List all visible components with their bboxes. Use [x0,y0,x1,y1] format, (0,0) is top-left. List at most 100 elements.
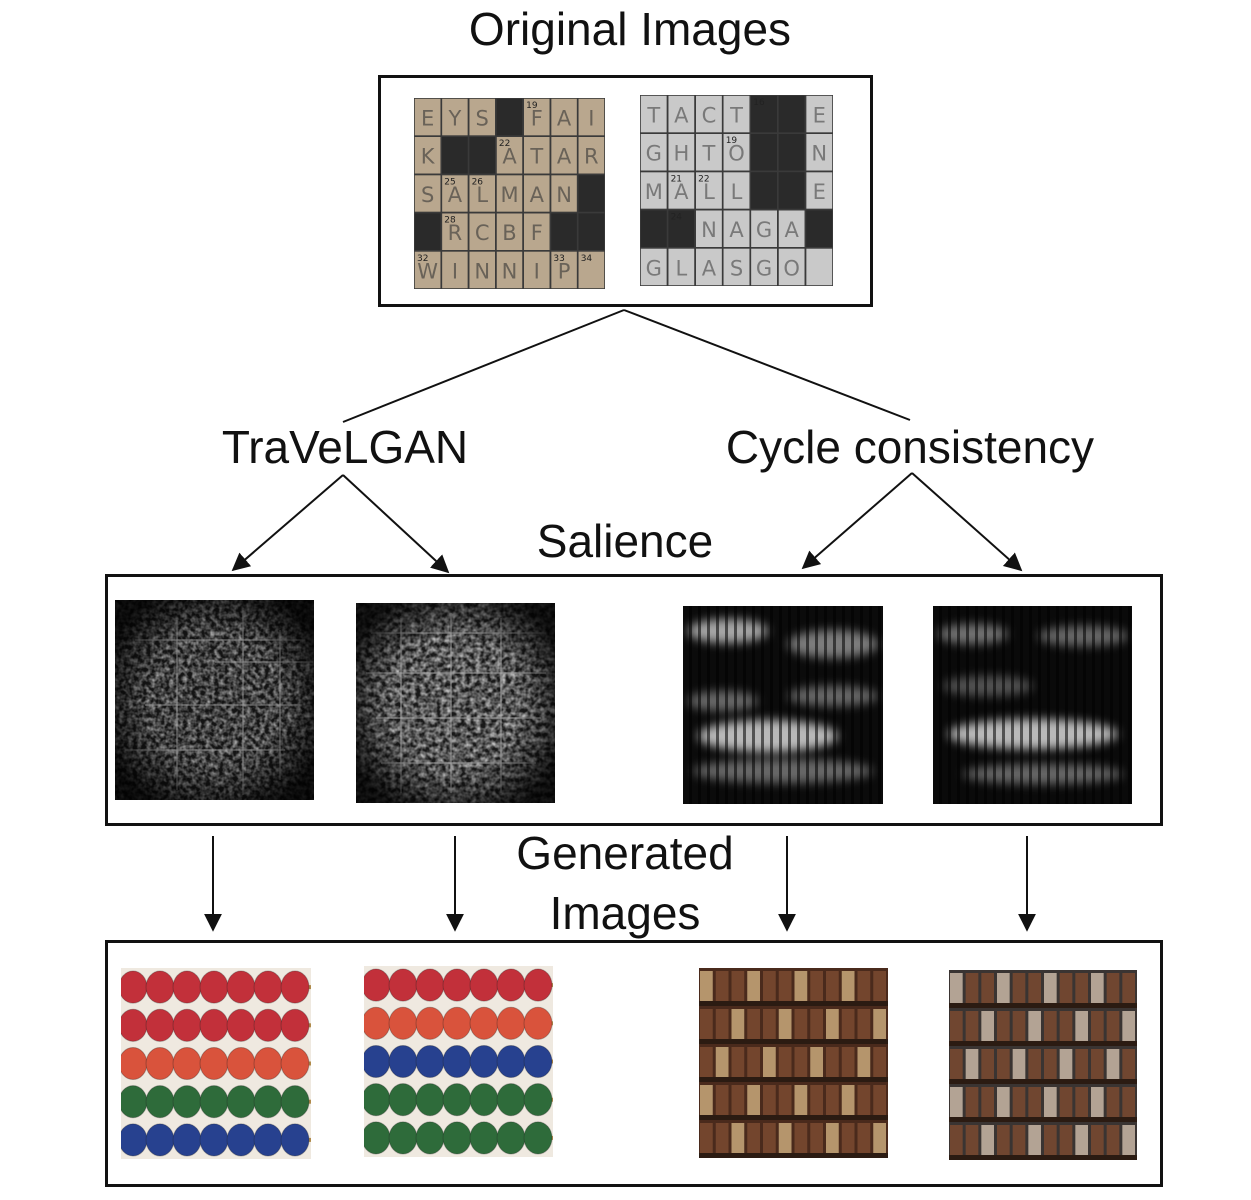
abacus-bead [226,1085,256,1119]
crossword-letter: L [676,255,688,280]
abacus-bead [280,1008,310,1042]
shelf-book [826,1047,839,1077]
abacus-bead [226,1046,256,1081]
crossword-letter: T [646,103,660,128]
crossword-letter: S [421,182,434,207]
shelf-book [747,1085,760,1115]
shelf-book [857,1047,871,1077]
crossword-letter: N [701,217,717,242]
cycle-consistency-label: Cycle consistency [725,421,1095,473]
abacus-bead [253,1123,283,1157]
shelf-book [778,971,792,1001]
shelf-book [857,1085,871,1115]
abacus-bead [415,1083,445,1117]
shelf-book [826,1009,839,1039]
shelf-plank [949,1079,1137,1084]
shelf-book [1044,973,1057,1003]
shelf-plank [949,1041,1137,1046]
arrow-cycle-salience-1 [801,472,913,570]
shelf-book [700,1047,713,1077]
shelf-book [778,1123,792,1153]
shelf-book [1059,973,1073,1003]
crossword-letter: I [534,258,540,283]
crossword-letter: N [474,258,490,283]
crossword-black-cell [414,211,443,252]
shelf-book [763,1085,776,1115]
abacus-bead [172,1008,202,1042]
abacus-bead [469,1044,499,1079]
abacus-bead [523,1044,553,1079]
abacus-bead [253,970,283,1004]
abacus-bead [172,1046,202,1081]
crossword-clue-number: 26 [472,177,484,187]
crossword-letter: R [584,144,599,169]
shelf-book [747,1123,760,1153]
shelf-book [1012,973,1026,1003]
shelf-book [1028,1087,1041,1117]
abacus-bead [364,1121,391,1155]
shelf-book [810,1047,823,1077]
abacus-bead [388,1044,418,1079]
shelf-book [1122,1087,1135,1117]
crossword-letter: A [784,217,799,242]
crossword-letter: I [452,258,458,283]
shelf-book [810,971,823,1001]
shelf-book [857,971,871,1001]
crossword-letter: B [502,220,516,245]
travelgan-label: TraVeLGAN [221,421,469,473]
abacus-bead [496,1121,526,1155]
crossword-black-cell [495,98,524,138]
shelf-book [965,1049,979,1079]
crossword-letter: A [729,217,744,242]
abacus-bead [496,1006,526,1040]
shelf-book [950,1011,963,1041]
abacus-bead [280,1085,310,1119]
shelf-book [826,1085,839,1115]
shelf-book [997,973,1010,1003]
abacus-bead [496,968,526,1002]
abacus-bead [442,968,472,1002]
shelf-book [1091,1049,1104,1079]
crossword-letter: Y [448,106,462,131]
crossword-clue-number: 19 [726,136,738,146]
shelf-book [715,1085,729,1115]
crossword-letter: A [674,179,689,204]
salience-map-1 [115,600,314,800]
crossword-letter: W [417,258,438,283]
shelf-book [997,1087,1010,1117]
shelf-book [1059,1125,1073,1155]
abacus-bead [253,1008,283,1042]
salience-label: Salience [536,515,714,567]
shelf-book [794,971,808,1001]
abacus-bead [121,1085,148,1119]
generated-shelf-2 [949,970,1137,1160]
shelf-book [747,1009,760,1039]
abacus-bead [199,1008,229,1042]
shelf-book [1106,1087,1120,1117]
abacus-bead [442,1083,472,1117]
shelf-book [1059,1011,1073,1041]
shelf-book [950,973,963,1003]
shelf-plank [949,1117,1137,1122]
abacus-bead [172,970,202,1004]
crossword-letter: A [557,106,572,131]
shelf-book [763,1123,776,1153]
abacus-bead [469,1006,499,1040]
abacus-bead [253,1046,283,1081]
abacus-bead [121,1123,148,1157]
shelf-book [1044,1049,1057,1079]
salience-map-3-drawing [683,606,883,804]
shelf-book [857,1009,871,1039]
shelf-book [778,1085,792,1115]
abacus-bead [280,1046,310,1081]
shelf-background [949,970,1137,1160]
shelf-book [778,1047,792,1077]
shelf-book [700,1009,713,1039]
salience-map-4 [933,606,1132,804]
crossword-letter: O [783,255,800,280]
crossword-letter: A [674,103,689,128]
salience-map-4-drawing [933,606,1132,804]
